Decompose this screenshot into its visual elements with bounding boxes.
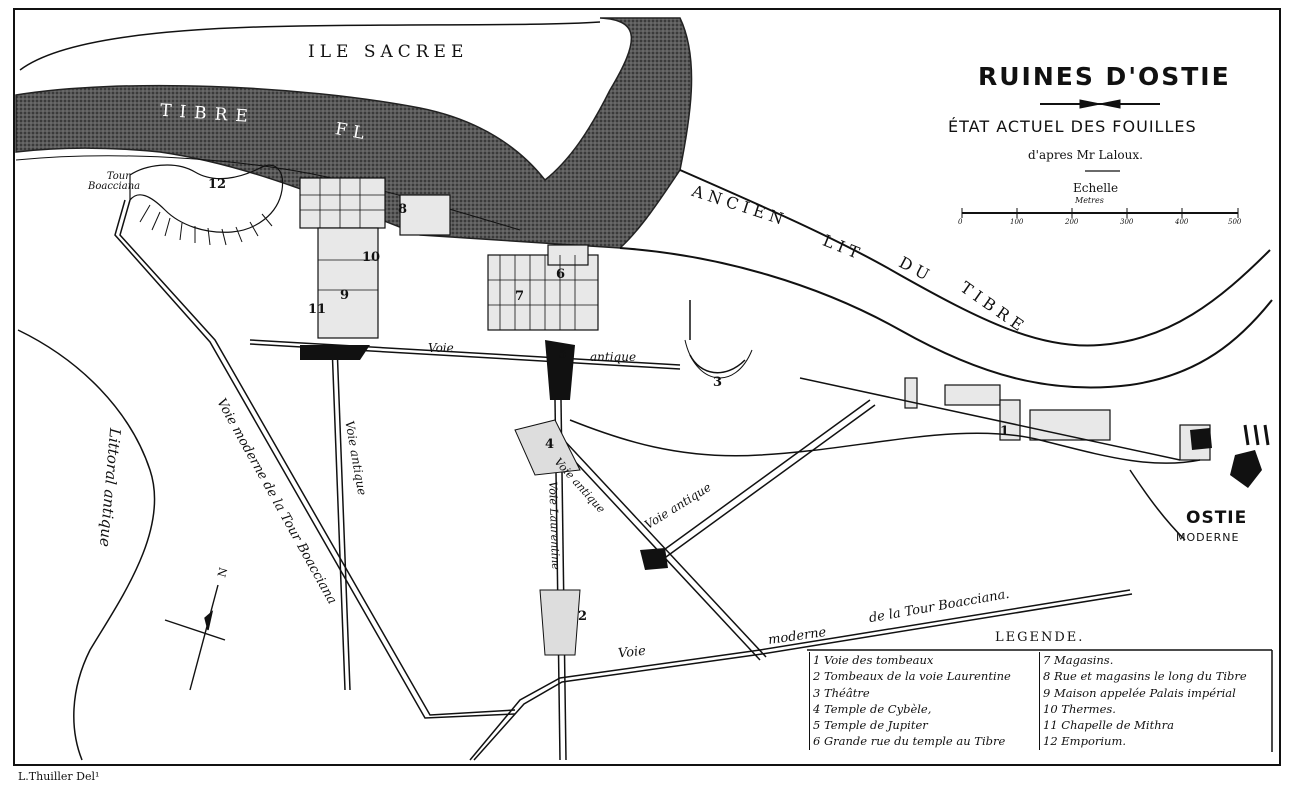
- compass-rose: [164, 584, 226, 691]
- site-number-5: 5: [558, 347, 568, 362]
- signature: L.Thuiller Del¹: [18, 770, 100, 783]
- map-subtitle: ÉTAT ACTUEL DES FOUILLES: [948, 117, 1197, 136]
- ancien-lit-upper-bank: [679, 169, 1271, 347]
- legend-item: 11 Chapelle de Mithra: [1043, 718, 1174, 733]
- map-title: RUINES D'OSTIE: [978, 62, 1231, 91]
- site-number-4: 4: [545, 437, 555, 452]
- site-number-1: 1: [1000, 424, 1010, 439]
- legend-item: 10 Thermes.: [1043, 701, 1116, 716]
- label-ile-sacree: ILE SACREE: [308, 42, 469, 62]
- legend-item: 1 Voie des tombeaux: [813, 653, 934, 667]
- label-moderne: MODERNE: [1176, 531, 1240, 544]
- label-ostie: OSTIE: [1186, 508, 1248, 528]
- tiber-river: [15, 17, 693, 249]
- scale-tick-1: 100: [1010, 218, 1024, 226]
- legend-title: LEGENDE.: [995, 630, 1085, 645]
- site-number-2: 2: [578, 609, 588, 624]
- label-tour-boacciana: Tour Boacciana: [88, 171, 141, 192]
- map-attribution: d'apres Mr Laloux.: [1028, 148, 1143, 162]
- legend-item: 12 Emporium.: [1043, 734, 1127, 749]
- road-voie-bottom-1: Voie: [617, 643, 647, 662]
- littoral-antique-coast: [17, 329, 156, 761]
- scale-bar: [961, 208, 1239, 218]
- site-number-12: 12: [208, 177, 227, 192]
- legend-item: 5 Temple de Jupiter: [813, 718, 928, 733]
- scale-tick-4: 400: [1175, 218, 1189, 226]
- ile-sacree-shore: [19, 21, 601, 71]
- legend-item: 6 Grande rue du temple au Tibre: [813, 734, 1006, 749]
- ostie-fortress: [1230, 450, 1262, 488]
- site-number-9: 9: [340, 288, 350, 303]
- road-voie-top-2: antique: [590, 350, 637, 364]
- legend-frame: [807, 649, 1273, 752]
- ruin-blocks: [299, 177, 1211, 461]
- legend-item: 7 Magasins.: [1043, 653, 1114, 667]
- legend-item: 4 Temple de Cybèle,: [813, 701, 932, 716]
- legend-item: 8 Rue et magasins le long du Tibre: [1043, 669, 1247, 684]
- theatre-outline: [689, 354, 746, 374]
- scale-label: Echelle: [1073, 181, 1119, 195]
- legend-column-left: 1 Voie des tombeaux 2 Tombeaux de la voi…: [809, 652, 1038, 750]
- scale-tick-0: 0: [958, 218, 963, 226]
- ancien-lit-lower-bank: [619, 247, 1273, 389]
- scale-tick-3: 300: [1120, 218, 1134, 226]
- site-number-6: 6: [556, 267, 566, 282]
- legend-item: 9 Maison appelée Palais impérial: [1043, 685, 1236, 700]
- legend-column-right: 7 Magasins. 8 Rue et magasins le long du…: [1039, 652, 1271, 750]
- site-number-3: 3: [713, 375, 723, 390]
- map-frame: [13, 8, 1281, 766]
- legend: 1 Voie des tombeaux 2 Tombeaux de la voi…: [807, 652, 1272, 752]
- scale-tick-5: 500: [1228, 218, 1242, 226]
- emporium-outline: [129, 164, 284, 233]
- site-number-11: 11: [308, 302, 327, 317]
- scale-tick-2: 200: [1065, 218, 1079, 226]
- road-voie-laurentine: Voie Laurentine: [546, 481, 563, 570]
- site-number-10: 10: [362, 250, 381, 265]
- site-number-8: 8: [398, 202, 408, 217]
- legend-item: 2 Tombeaux de la voie Laurentine: [813, 669, 1011, 684]
- scale-unit: Metres: [1075, 196, 1104, 205]
- site-number-7: 7: [515, 289, 525, 304]
- road-voie-top-1: Voie: [428, 341, 454, 355]
- legend-item: 3 Théâtre: [813, 685, 870, 700]
- title-ornament: [1040, 99, 1160, 172]
